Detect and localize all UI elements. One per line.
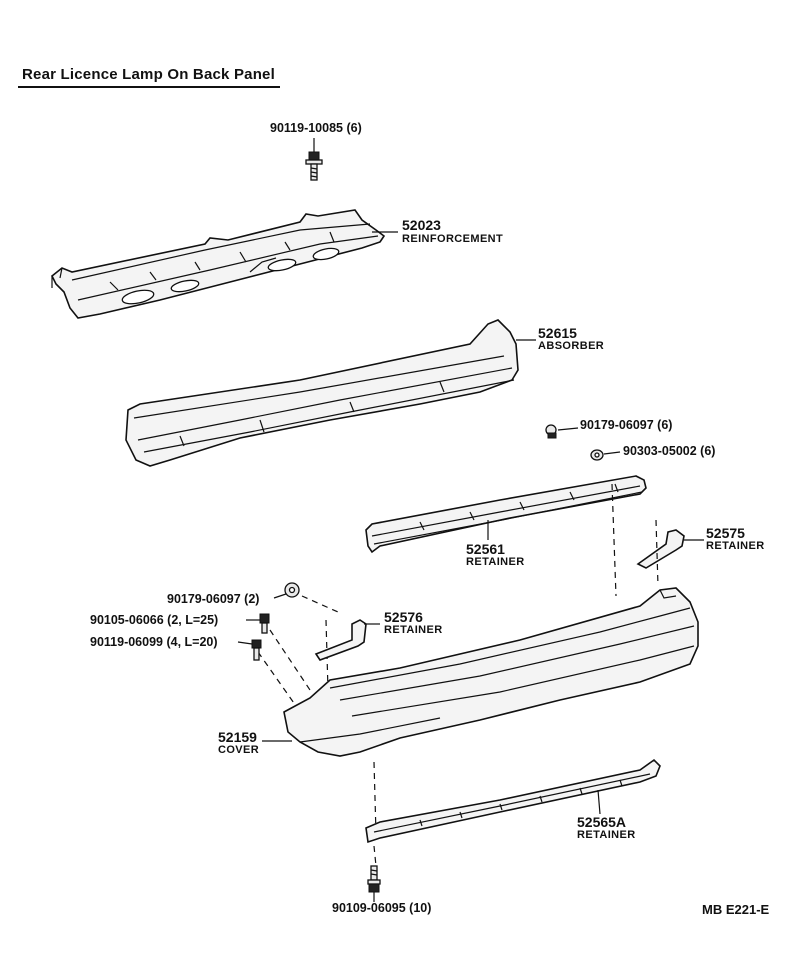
retainer-upper-part (365, 475, 647, 554)
label-retainer-right-number: 52575 (706, 525, 745, 541)
cover-part (283, 587, 699, 757)
label-clip-upper: 90179-06097 (6) (580, 418, 673, 432)
label-bolt-bottom: 90109-06095 (10) (332, 901, 432, 915)
bolt-bottom-icon (367, 865, 381, 902)
retainer-right-part (636, 529, 704, 569)
label-retainer-upper-name: RETAINER (466, 556, 525, 568)
label-bolt-top: 90119-10085 (6) (270, 121, 362, 135)
bolt-l25-icon (246, 613, 270, 634)
reinforcement-part (50, 209, 386, 319)
label-absorber-name: ABSORBER (538, 340, 605, 352)
label-nut-left: 90179-06097 (2) (167, 592, 260, 606)
leader-retainer-lower (597, 789, 601, 815)
clip-upper-icon (545, 424, 579, 439)
label-retainer-right-name: RETAINER (706, 540, 765, 552)
diagram-title: Rear Licence Lamp On Back Panel (22, 66, 275, 83)
nut-left-icon (284, 582, 300, 598)
label-retainer-lower-number: 52565A (577, 814, 627, 830)
title-underline (18, 86, 280, 88)
label-retainer-left-number: 52576 (384, 609, 423, 625)
bolt-top-icon (305, 138, 323, 181)
label-cover-name: COVER (218, 744, 260, 756)
bolt-l20-icon (237, 639, 262, 661)
label-retainer-upper-number: 52561 (466, 541, 505, 557)
retainer-lower-part (365, 758, 661, 844)
label-washer: 90303-05002 (6) (623, 444, 716, 458)
washer-icon (590, 449, 621, 461)
label-reinforcement-name: REINFORCEMENT (402, 233, 504, 245)
label-retainer-left-name: RETAINER (384, 624, 443, 636)
label-bolt-l25: 90105-06066 (2, L=25) (90, 613, 219, 627)
absorber-part (125, 319, 519, 467)
label-retainer-lower-name: RETAINER (577, 829, 636, 841)
retainer-left-part (314, 619, 380, 661)
leader-nut-left (273, 593, 287, 599)
label-cover-number: 52159 (218, 729, 257, 745)
diagram-code: MB E221-E (702, 902, 770, 917)
label-absorber-number: 52615 (538, 325, 577, 341)
label-bolt-l20: 90119-06099 (4, L=20) (90, 635, 218, 649)
label-reinforcement-number: 52023 (402, 217, 441, 233)
